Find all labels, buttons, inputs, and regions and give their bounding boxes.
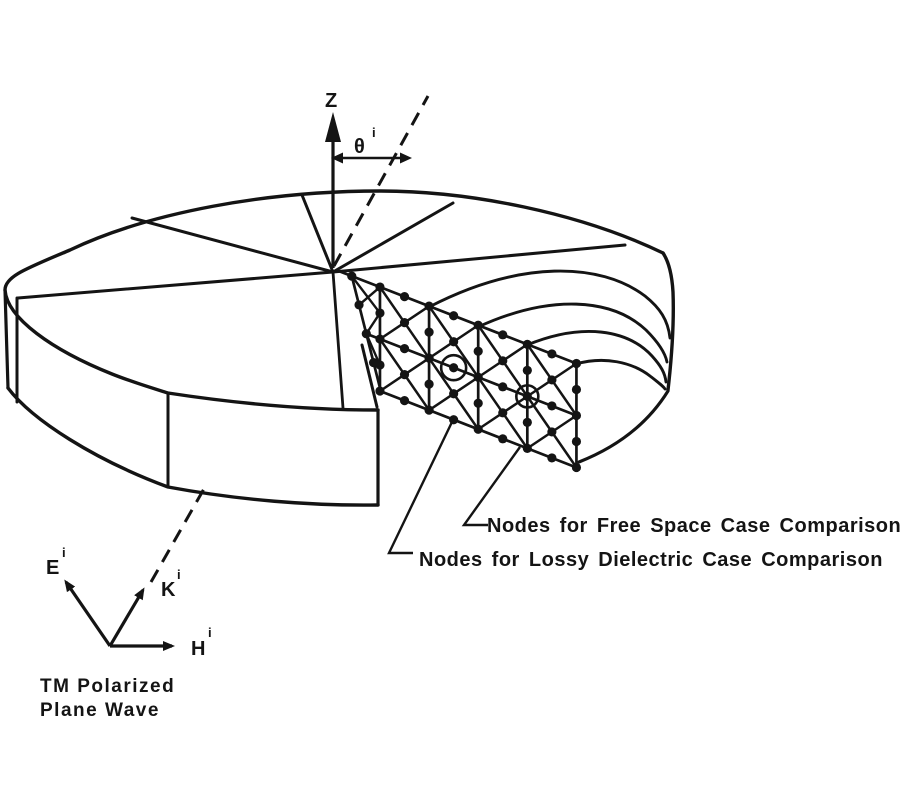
shell-arc-3 [525,330,668,384]
e-vector-label: E i [46,545,66,579]
z-axis-arrowhead-icon [325,112,341,142]
theta-arrowhead-right-icon [400,152,412,164]
mesh-node [424,379,434,389]
mesh-node [399,318,410,328]
cut-bottom-rim [577,389,670,464]
circled-comparison-node [439,353,468,382]
wave-vector-triad [64,579,175,651]
wave-label-line1: TM Polarized [40,676,175,697]
mesh-diagonal [350,274,382,315]
disk-top-rim [3,189,665,412]
lossy-leader-line [387,421,454,555]
mesh-node [347,271,357,281]
mesh-node [547,375,557,385]
mesh-node [473,372,483,382]
mesh-node [449,311,459,321]
spoke-right-cut [331,243,627,274]
tlm-node-mesh [335,268,582,473]
mesh-node [399,396,410,406]
mesh-node [424,353,434,363]
spoke-left-back [130,216,335,274]
mesh-node [522,443,532,453]
mesh-node [522,417,532,427]
mesh-node [399,370,410,380]
z-axis-group [325,112,412,268]
mesh-node [424,327,434,337]
mesh-diagonal [365,332,382,367]
theta-arrowhead-left-icon [331,152,343,164]
disk-right-silhouette [661,251,675,392]
mesh-node [424,301,434,311]
shell-arc-2 [476,302,669,364]
lossy-annotation: Nodes for Lossy Dielectric Case Comparis… [419,549,883,571]
circled-comparison-node [515,384,540,409]
spoke-right-back [331,201,455,274]
mesh-node [571,462,582,473]
mesh-node [399,292,410,302]
mesh-node [547,349,557,359]
mesh-node [375,334,385,344]
axis-cut-line [331,270,345,410]
mesh-node [498,330,508,340]
mesh-node [571,384,582,395]
disk-left-edge [3,288,10,390]
spoke-left-front [16,270,335,300]
wave-label-line2: Plane Wave [40,700,160,721]
mesh-node [522,365,532,375]
disk-bottom-rim [6,386,380,507]
mesh-node [547,427,557,437]
mesh-row-line [364,332,578,417]
mesh-node [375,282,385,292]
mesh-node [399,344,410,354]
spoke-back [300,193,335,274]
mesh-node [498,382,508,392]
incident-angle-label: θ i [354,125,376,158]
mesh-node [571,358,582,369]
mesh-node [498,434,508,444]
mesh-node [473,320,483,330]
mesh-node [375,386,385,396]
mesh-node [571,410,582,421]
mesh-node [368,357,379,368]
free-space-annotation: Nodes for Free Space Case Comparison [487,515,900,537]
shell-arc-1 [427,269,672,340]
z-axis-label: Z [325,90,337,112]
mesh-node [571,436,582,447]
e-vector-arrow [64,579,112,647]
mesh-node [424,405,434,415]
k-vector-arrow [108,587,145,647]
mesh-node [498,408,508,418]
wedge-cut-edge-front [360,343,379,409]
free-space-leader-line [461,446,521,527]
mesh-node [473,346,483,356]
mesh-node [473,398,483,408]
incident-ray-upper-dashed [332,95,430,267]
mesh-node [375,308,385,318]
incident-ray-lower-dashed [149,486,207,583]
k-vector-label: K i [161,567,181,601]
mesh-node [473,424,483,434]
mesh-node [547,453,557,463]
mesh-node [361,329,371,339]
mesh-node [449,415,459,425]
mesh-node [449,337,459,347]
mesh-node [449,389,459,399]
mesh-node [354,300,364,310]
h-vector-label: H i [191,625,212,660]
mesh-node [547,401,557,411]
mesh-node [522,391,532,401]
shell-arc-4 [574,358,667,391]
mesh-node [498,356,508,366]
mesh-node [522,339,532,349]
mesh-node [449,363,459,373]
